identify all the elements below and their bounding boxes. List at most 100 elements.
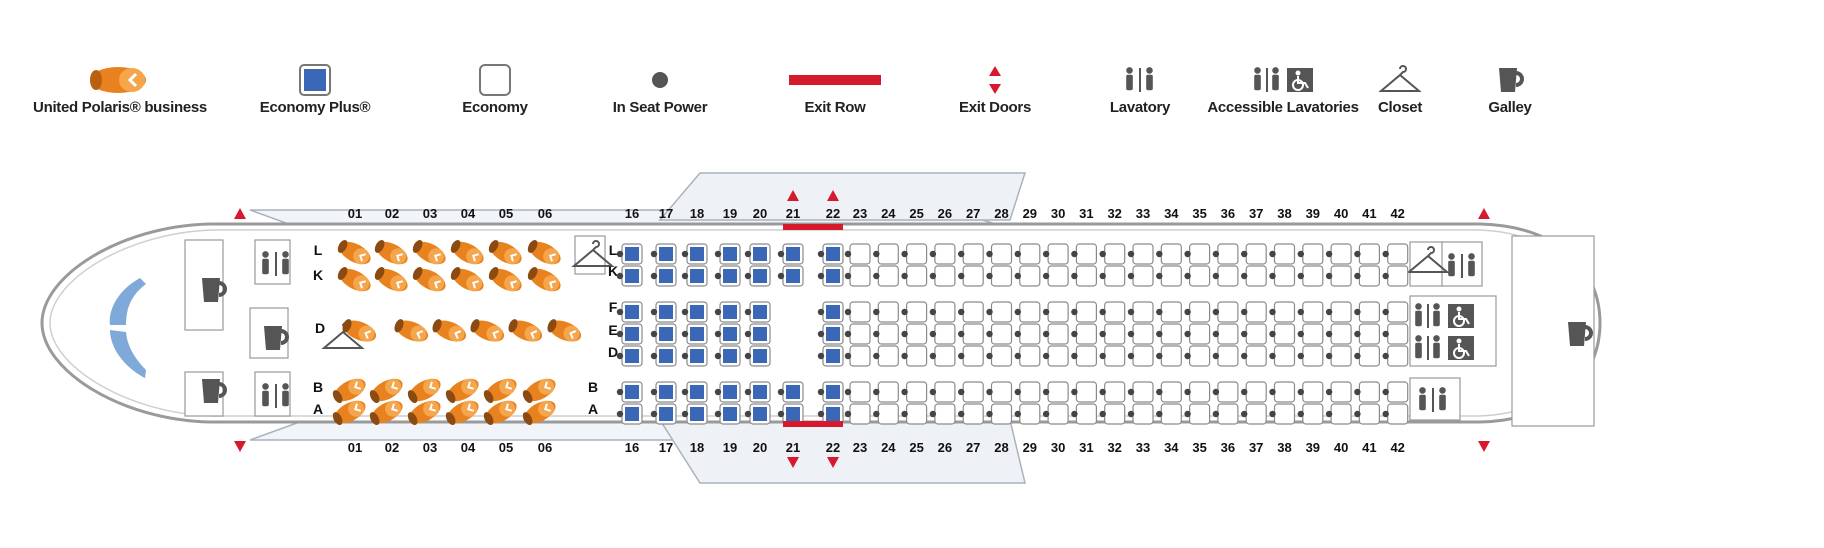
economy-seat[interactable] — [1325, 243, 1352, 265]
economy-seat[interactable] — [1099, 381, 1126, 403]
economy-plus-seat[interactable] — [650, 301, 677, 323]
polaris-seat[interactable] — [372, 264, 411, 296]
economy-seat[interactable] — [844, 323, 871, 345]
economy-plus-seat[interactable] — [616, 243, 643, 265]
economy-seat[interactable] — [1212, 381, 1239, 403]
economy-seat[interactable] — [1241, 381, 1267, 403]
economy-plus-seat[interactable] — [681, 381, 708, 403]
economy-seat[interactable] — [1184, 265, 1211, 287]
economy-seat[interactable] — [929, 345, 956, 367]
economy-seat[interactable] — [873, 345, 899, 367]
economy-seat[interactable] — [1354, 403, 1381, 425]
economy-seat[interactable] — [1014, 243, 1041, 265]
economy-seat[interactable] — [873, 381, 899, 403]
economy-seat[interactable] — [844, 301, 871, 323]
polaris-seat[interactable] — [405, 374, 444, 406]
economy-seat[interactable] — [1127, 403, 1154, 425]
economy-seat[interactable] — [1184, 403, 1211, 425]
economy-seat[interactable] — [1014, 323, 1041, 345]
economy-plus-seat[interactable] — [616, 265, 643, 287]
economy-plus-seat[interactable] — [681, 403, 708, 425]
economy-seat[interactable] — [1297, 345, 1324, 367]
economy-seat[interactable] — [1184, 381, 1211, 403]
economy-seat[interactable] — [1071, 345, 1098, 367]
economy-seat[interactable] — [1099, 265, 1126, 287]
economy-plus-seat[interactable] — [714, 243, 741, 265]
economy-plus-seat[interactable] — [681, 345, 708, 367]
polaris-seat[interactable] — [367, 374, 406, 406]
polaris-seat[interactable] — [506, 316, 545, 346]
economy-seat[interactable] — [1325, 345, 1352, 367]
economy-plus-seat[interactable] — [744, 345, 771, 367]
economy-seat[interactable] — [1071, 403, 1098, 425]
economy-seat[interactable] — [1212, 265, 1239, 287]
seats[interactable] — [330, 237, 1409, 429]
economy-seat[interactable] — [1014, 381, 1041, 403]
economy-seat[interactable] — [958, 243, 984, 265]
economy-seat[interactable] — [1156, 345, 1182, 367]
economy-plus-seat[interactable] — [777, 243, 804, 265]
economy-seat[interactable] — [873, 265, 899, 287]
economy-plus-seat[interactable] — [650, 403, 677, 425]
economy-seat[interactable] — [1156, 265, 1182, 287]
economy-seat[interactable] — [958, 345, 984, 367]
polaris-seat[interactable] — [330, 374, 369, 406]
economy-plus-seat[interactable] — [744, 265, 771, 287]
economy-plus-seat[interactable] — [714, 265, 741, 287]
economy-seat[interactable] — [1014, 265, 1041, 287]
economy-seat[interactable] — [1297, 301, 1324, 323]
polaris-seat[interactable] — [448, 237, 487, 269]
economy-seat[interactable] — [1354, 265, 1381, 287]
polaris-seat[interactable] — [525, 237, 564, 269]
economy-seat[interactable] — [1156, 381, 1182, 403]
economy-seat[interactable] — [1297, 403, 1324, 425]
economy-seat[interactable] — [1099, 301, 1126, 323]
polaris-seat[interactable] — [410, 264, 449, 296]
polaris-seat[interactable] — [443, 396, 482, 428]
economy-seat[interactable] — [873, 323, 899, 345]
economy-seat[interactable] — [1212, 403, 1239, 425]
polaris-seat[interactable] — [520, 396, 559, 428]
economy-seat[interactable] — [1127, 265, 1154, 287]
polaris-seat[interactable] — [367, 396, 406, 428]
economy-seat[interactable] — [844, 265, 871, 287]
polaris-seat[interactable] — [443, 374, 482, 406]
economy-seat[interactable] — [1325, 403, 1352, 425]
polaris-seat[interactable] — [372, 237, 411, 269]
economy-plus-seat[interactable] — [681, 301, 708, 323]
economy-seat[interactable] — [1297, 243, 1324, 265]
economy-plus-seat[interactable] — [744, 323, 771, 345]
economy-seat[interactable] — [1014, 345, 1041, 367]
economy-seat[interactable] — [901, 323, 928, 345]
polaris-seat[interactable] — [330, 396, 369, 428]
polaris-seat[interactable] — [335, 237, 374, 269]
economy-plus-seat[interactable] — [616, 323, 643, 345]
economy-plus-seat[interactable] — [650, 381, 677, 403]
economy-seat[interactable] — [1382, 301, 1409, 323]
economy-seat[interactable] — [1325, 381, 1352, 403]
economy-seat[interactable] — [929, 381, 956, 403]
economy-seat[interactable] — [901, 403, 928, 425]
economy-seat[interactable] — [1269, 243, 1296, 265]
economy-plus-seat[interactable] — [714, 403, 741, 425]
economy-plus-seat[interactable] — [681, 265, 708, 287]
economy-seat[interactable] — [1127, 301, 1154, 323]
economy-seat[interactable] — [1099, 243, 1126, 265]
economy-plus-seat[interactable] — [650, 265, 677, 287]
economy-seat[interactable] — [1127, 381, 1154, 403]
polaris-seat[interactable] — [468, 316, 507, 346]
polaris-seat[interactable] — [335, 264, 374, 296]
economy-seat[interactable] — [1042, 265, 1069, 287]
economy-seat[interactable] — [844, 345, 871, 367]
economy-seat[interactable] — [1042, 403, 1069, 425]
economy-seat[interactable] — [1382, 323, 1409, 345]
economy-seat[interactable] — [986, 323, 1013, 345]
economy-seat[interactable] — [958, 265, 984, 287]
economy-seat[interactable] — [844, 243, 871, 265]
economy-seat[interactable] — [1156, 243, 1182, 265]
economy-seat[interactable] — [1241, 403, 1267, 425]
economy-seat[interactable] — [958, 301, 984, 323]
economy-seat[interactable] — [1014, 403, 1041, 425]
economy-plus-seat[interactable] — [681, 243, 708, 265]
economy-seat[interactable] — [1241, 265, 1267, 287]
